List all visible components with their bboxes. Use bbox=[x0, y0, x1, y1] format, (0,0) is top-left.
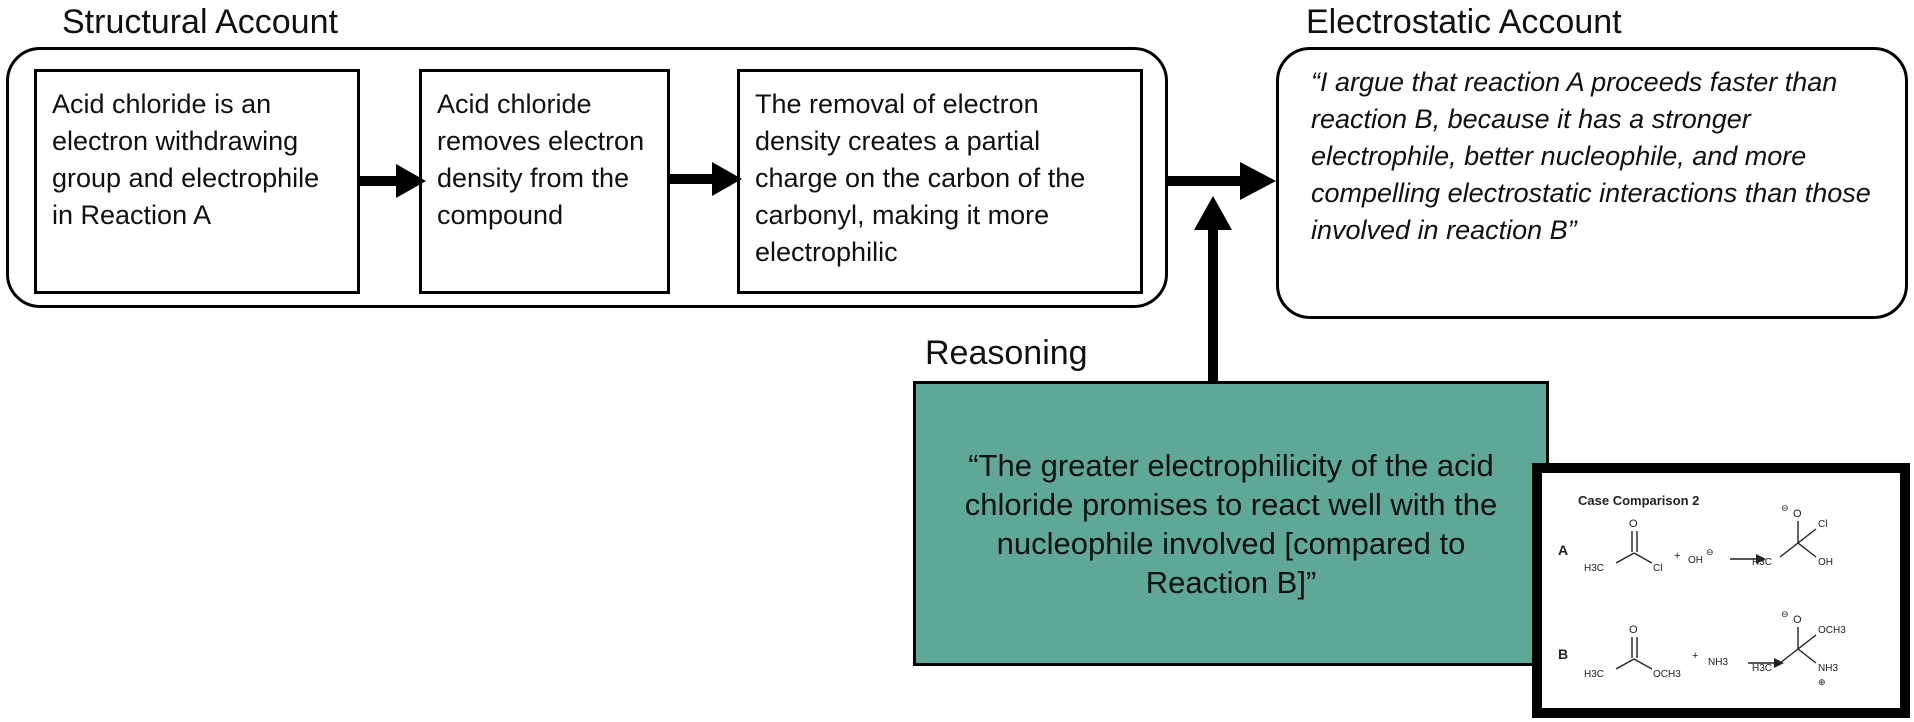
svg-text:OCH3: OCH3 bbox=[1818, 625, 1846, 636]
reaction-a-plus: + bbox=[1674, 550, 1680, 562]
inset-title: Case Comparison 2 bbox=[1578, 493, 1699, 508]
electrostatic-account-heading: Electrostatic Account bbox=[1306, 3, 1622, 41]
reaction-scheme: Case Comparison 2 A O H3C Cl + OH ⊖ ⊖ O bbox=[1558, 493, 1846, 687]
reasoning-box: “The greater electrophilicity of the aci… bbox=[913, 381, 1549, 666]
svg-text:H3C: H3C bbox=[1584, 563, 1604, 574]
svg-text:O: O bbox=[1629, 518, 1638, 530]
reaction-a-label: A bbox=[1558, 542, 1568, 558]
svg-text:H3C: H3C bbox=[1584, 669, 1604, 680]
svg-text:OCH3: OCH3 bbox=[1653, 669, 1681, 680]
structural-account-heading: Structural Account bbox=[62, 3, 338, 41]
svg-text:⊖: ⊖ bbox=[1781, 609, 1789, 619]
structural-step-3: The removal of electron density creates … bbox=[737, 69, 1143, 294]
svg-text:⊖: ⊖ bbox=[1781, 503, 1789, 513]
reaction-a-nucleophile: OH ⊖ bbox=[1688, 547, 1714, 566]
svg-text:NH3: NH3 bbox=[1708, 657, 1728, 668]
arrow-step1-to-step2 bbox=[360, 164, 426, 198]
reaction-b-nucleophile: NH3 bbox=[1708, 657, 1728, 668]
svg-text:O: O bbox=[1629, 624, 1638, 636]
reaction-a-reactant: O H3C Cl bbox=[1584, 518, 1662, 574]
electrostatic-quote: “I argue that reaction A proceeds faster… bbox=[1311, 67, 1871, 245]
reaction-a-arrow bbox=[1730, 554, 1766, 564]
case-comparison-inset: Case Comparison 2 A O H3C Cl + OH ⊖ ⊖ O bbox=[1532, 463, 1910, 718]
svg-text:O: O bbox=[1793, 508, 1802, 520]
arrow-structural-to-electrostatic bbox=[1168, 162, 1276, 200]
electrostatic-account-container bbox=[1276, 47, 1908, 319]
structural-step-1: Acid chloride is an electron withdrawing… bbox=[34, 69, 360, 294]
svg-text:O: O bbox=[1793, 614, 1802, 626]
svg-text:⊕: ⊕ bbox=[1818, 677, 1826, 687]
reaction-b-plus: + bbox=[1692, 650, 1698, 662]
reaction-b-reactant: O H3C OCH3 bbox=[1584, 624, 1681, 680]
reaction-b-product: ⊖ O H3C OCH3 NH3 ⊕ bbox=[1752, 609, 1846, 687]
reaction-b-label: B bbox=[1558, 646, 1568, 662]
svg-text:OH: OH bbox=[1688, 555, 1703, 566]
structural-step-2: Acid chloride removes electron density f… bbox=[419, 69, 670, 294]
svg-text:⊖: ⊖ bbox=[1706, 547, 1714, 557]
reaction-a-product: ⊖ O H3C Cl OH bbox=[1752, 503, 1833, 568]
svg-text:Cl: Cl bbox=[1653, 563, 1662, 574]
svg-text:H3C: H3C bbox=[1752, 663, 1772, 674]
reaction-b-arrow bbox=[1748, 658, 1784, 668]
svg-text:Cl: Cl bbox=[1818, 519, 1827, 530]
structural-account-container bbox=[6, 47, 1168, 308]
reasoning-heading: Reasoning bbox=[925, 334, 1088, 372]
reasoning-quote: “The greater electrophilicity of the aci… bbox=[964, 447, 1498, 600]
svg-text:H3C: H3C bbox=[1752, 557, 1772, 568]
arrow-reasoning-to-junction bbox=[1194, 196, 1232, 381]
arrow-step2-to-step3 bbox=[670, 162, 742, 196]
svg-text:OH: OH bbox=[1818, 557, 1833, 568]
svg-text:NH3: NH3 bbox=[1818, 663, 1838, 674]
